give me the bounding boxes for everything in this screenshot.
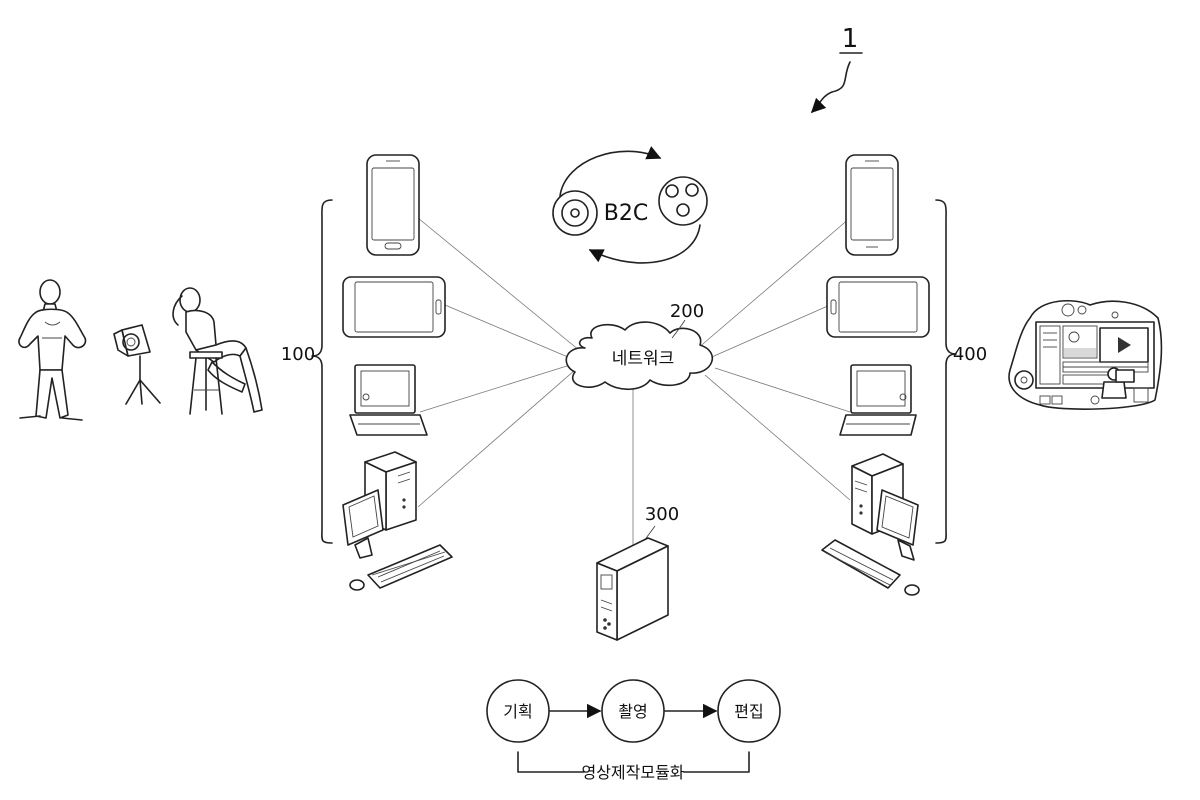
figure-number: 1 xyxy=(842,24,859,54)
disc-icon xyxy=(553,191,597,235)
user-terminal-group: 100 xyxy=(281,155,452,590)
video-editing-illustration xyxy=(1009,301,1161,409)
figure-reference: 1 xyxy=(812,24,862,112)
smartphone-icon xyxy=(367,155,419,255)
process-step-editing: 편집 xyxy=(718,680,780,742)
photo-shoot-illustration xyxy=(19,280,262,420)
user-terminals-ref-number: 100 xyxy=(281,344,315,365)
network-ref-number: 200 xyxy=(670,301,704,322)
process-step-shooting: 촬영 xyxy=(602,680,664,742)
editor-terminals-ref-number: 400 xyxy=(953,344,987,365)
server: 300 xyxy=(597,504,679,640)
standing-model-figure xyxy=(19,280,86,420)
production-process-flow: 기획 촬영 편집 영상제작모듈화 xyxy=(487,680,780,782)
server-tower-icon xyxy=(597,538,668,640)
b2c-cycle: B2C xyxy=(553,151,707,263)
laptop-icon xyxy=(840,365,916,435)
editing-monitor-icon xyxy=(1036,322,1154,388)
laptop-icon xyxy=(350,365,427,435)
studio-light-icon xyxy=(114,325,160,404)
editor-terminal-group: 400 xyxy=(822,155,987,595)
server-ref-number: 300 xyxy=(645,504,679,525)
b2c-label: B2C xyxy=(604,201,648,226)
process-step-label: 편집 xyxy=(734,702,763,721)
smartphone-icon xyxy=(846,155,898,255)
process-caption: 영상제작모듈화 xyxy=(581,763,684,782)
desktop-computer-icon xyxy=(822,454,919,595)
network-cloud: 네트워크 200 xyxy=(566,301,712,389)
tablet-icon xyxy=(343,277,445,337)
tablet-icon xyxy=(827,277,929,337)
desktop-computer-icon xyxy=(343,452,452,590)
network-label: 네트워크 xyxy=(612,349,675,369)
process-step-label: 기획 xyxy=(503,702,532,721)
process-step-label: 촬영 xyxy=(618,702,647,721)
seated-model-figure xyxy=(173,288,262,414)
process-step-planning: 기획 xyxy=(487,680,549,742)
film-reel-icon xyxy=(659,177,707,225)
